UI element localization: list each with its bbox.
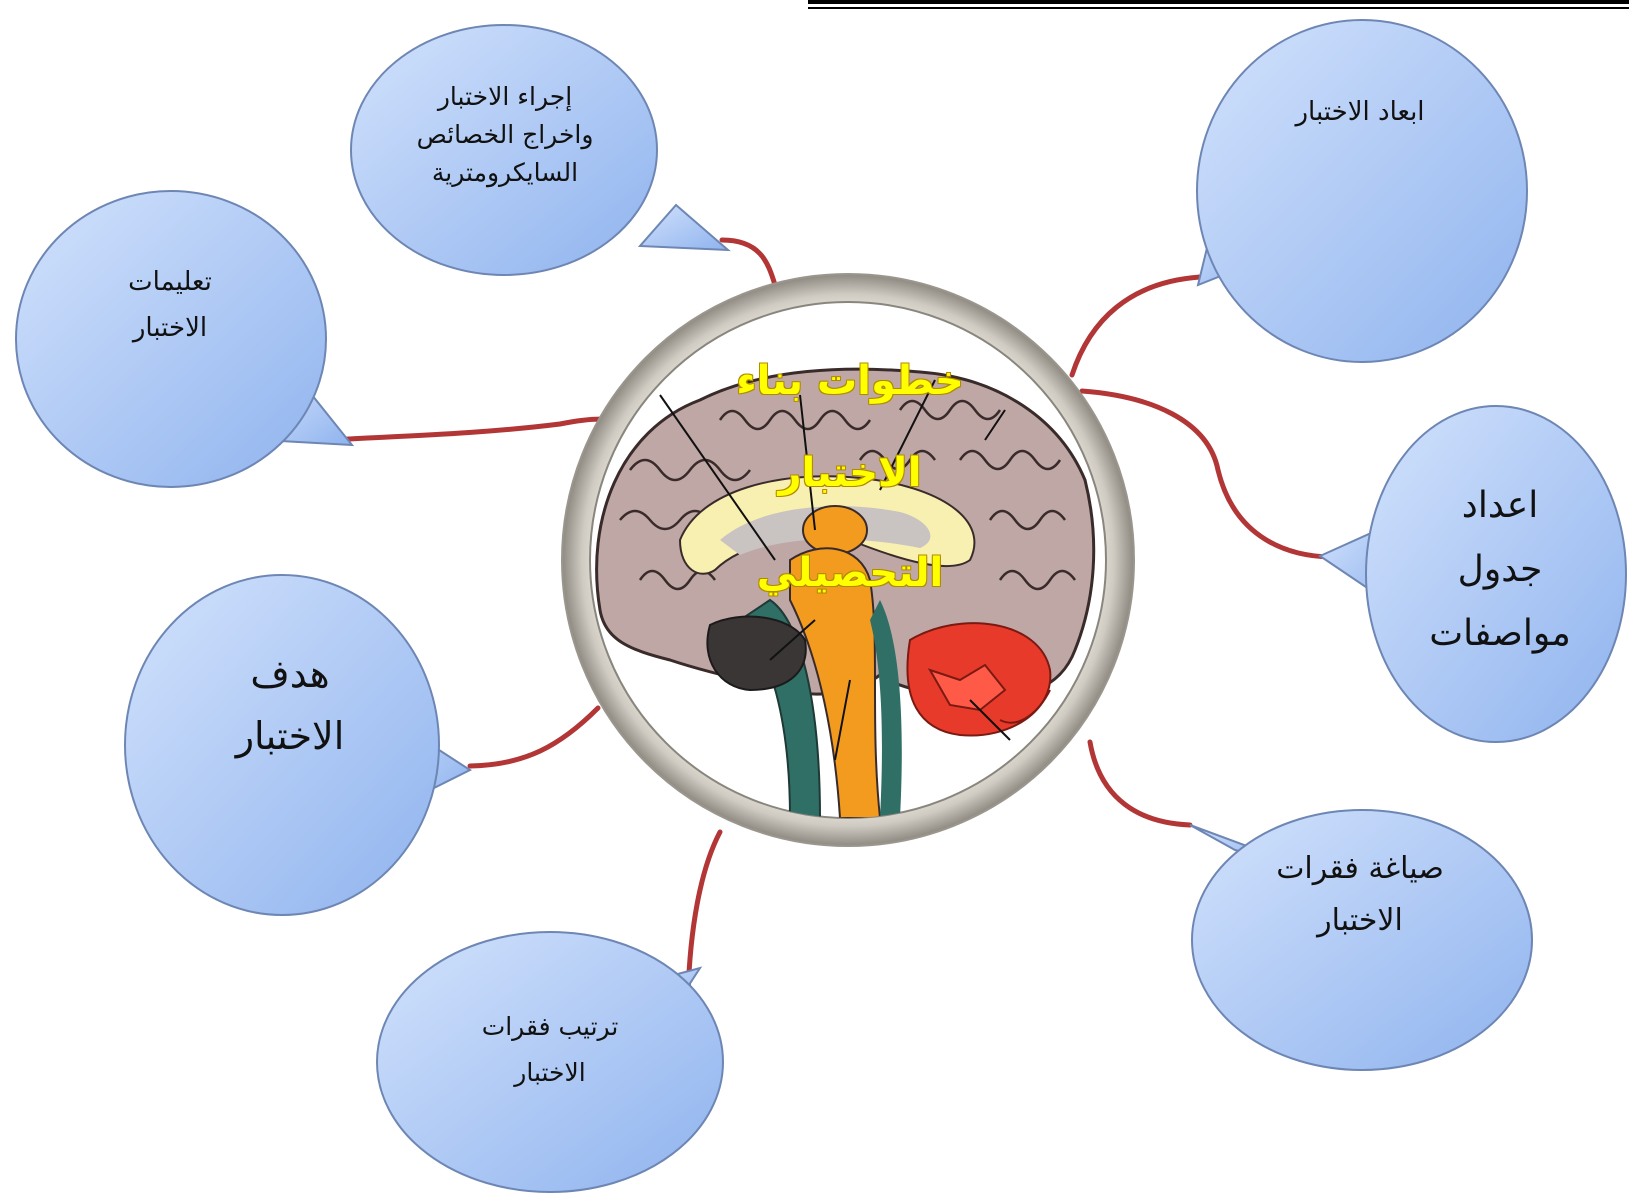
node-dimensions: ابعاد الاختبار [1230,88,1490,136]
node-specifications-line-1: اعداد [1461,485,1539,526]
node-ordering: ترتيب فقرات الاختبار [440,1000,660,1100]
node-goal: هدف الاختبار [180,640,400,770]
node-formulation-line-1: صياغة فقرات [1276,851,1444,886]
center-title: خطوات بناء الاختبار التحصيلي [700,350,1000,650]
bubble-ordering-shape [376,931,724,1193]
brain-lens [561,273,1135,847]
bubble-dimensions-shape [1196,19,1528,363]
connector-formulation [1087,739,1193,828]
brain-illustration [595,367,1096,818]
node-formulation: صياغة فقرات الاختبار [1230,840,1490,950]
node-procedure-line-2: واخراج الخصائص [416,120,594,149]
bubble-specifications-shape [1317,405,1627,743]
center-title-line-2: الاختبار [778,450,922,496]
connector-specifications [1079,388,1333,560]
connector-dimensions [1069,274,1203,378]
center-title-line-3: التحصيلي [756,550,944,596]
connector-goal [467,705,601,769]
bubble-instructions-shape [15,190,355,488]
node-instructions-line-2: الاختبار [132,313,208,343]
node-instructions-line-1: تعليمات [128,267,212,297]
node-instructions: تعليمات الاختبار [60,255,280,355]
node-goal-line-1: هدف [250,652,330,696]
bubble-goal-shape [124,574,473,916]
node-formulation-line-2: الاختبار [1317,903,1403,938]
node-specifications-line-2: جدول [1457,549,1543,590]
node-ordering-line-2: الاختبار [514,1058,586,1087]
center-title-line-1: خطوات بناء [736,358,964,404]
node-dimensions-line-1: ابعاد الاختبار [1295,97,1425,127]
connector-instructions [327,416,615,443]
connectors [327,237,1333,998]
top-rule [808,0,1629,9]
node-specifications: اعداد جدول مواصفات [1390,470,1610,670]
bubble-procedure-shape [350,24,731,276]
node-procedure-line-3: السايكرومترية [431,158,579,187]
node-procedure-line-1: إجراء الاختبار [437,82,573,111]
node-specifications-line-3: مواصفات [1429,613,1571,654]
node-ordering-line-1: ترتيب فقرات [481,1012,619,1041]
bubble-formulation-shape [1189,809,1533,1071]
node-goal-line-2: الاختبار [235,714,345,758]
node-procedure: إجراء الاختبار واخراج الخصائص السايكرومت… [380,60,630,210]
